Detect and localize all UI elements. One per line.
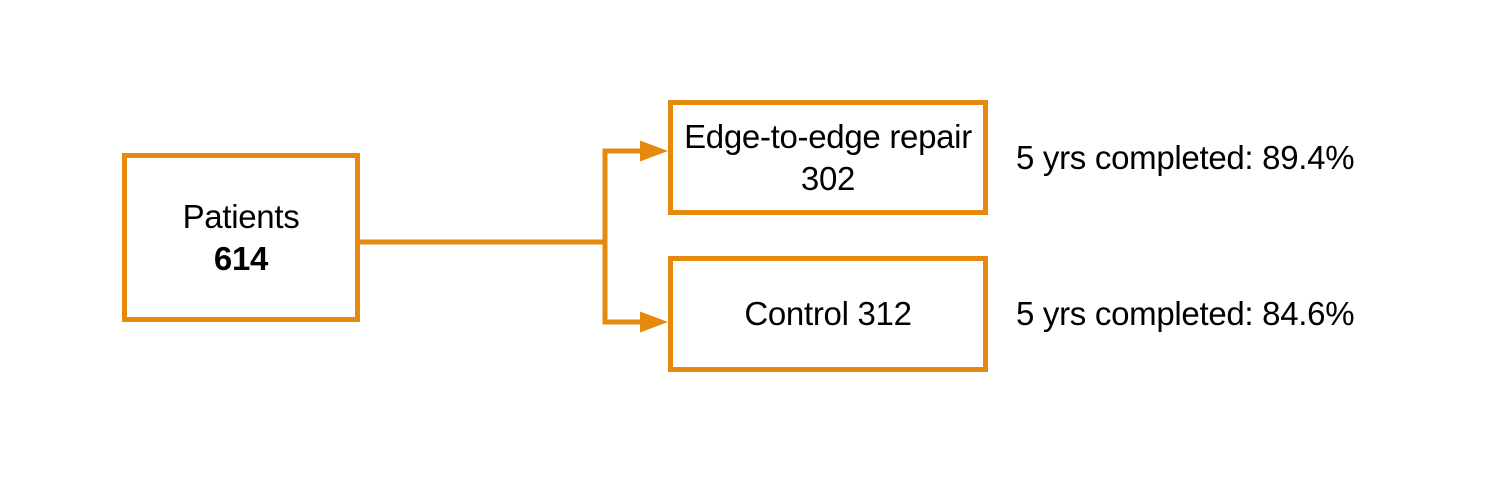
edge-to-edge-repair-box: Edge-to-edge repair 302 [668, 100, 988, 215]
patients-box-count: 614 [213, 239, 269, 277]
patients-box-label: Patients [182, 197, 300, 235]
arrow-right-icon [640, 311, 668, 333]
edge-to-edge-repair-label: Edge-to-edge repair [684, 117, 972, 155]
edge-to-edge-repair-count: 302 [800, 159, 856, 197]
control-box: Control 312 [668, 256, 988, 372]
arrow-right-icon [640, 140, 668, 162]
control-label: Control 312 [744, 295, 912, 332]
control-completion-note: 5 yrs completed: 84.6% [1016, 295, 1355, 332]
patients-box: Patients 614 [122, 153, 360, 322]
edge-to-edge-completion-note: 5 yrs completed: 89.4% [1016, 138, 1355, 176]
